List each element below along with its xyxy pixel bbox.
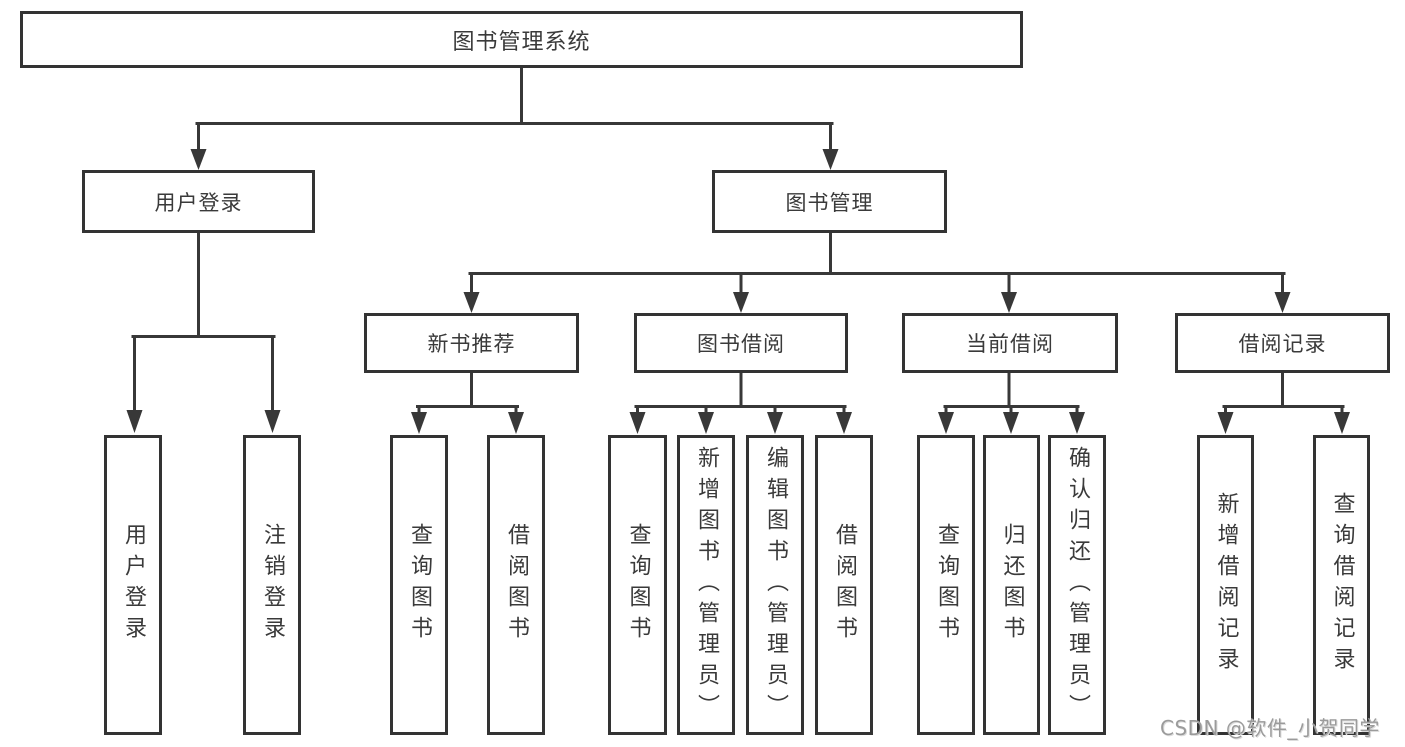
node-book-management-label: 图书管理 <box>785 190 874 215</box>
leaf-borrow-query-books-label: 查询图书 <box>625 523 651 647</box>
leaf-recommend-borrow-books: 借阅图书 <box>487 435 545 735</box>
leaf-user-login: 用户登录 <box>104 435 162 735</box>
arrowheads <box>126 149 1350 434</box>
leaf-current-query-books: 查询图书 <box>917 435 975 735</box>
leaf-current-query-books-label: 查询图书 <box>934 523 959 647</box>
connector-recommend <box>416 371 519 415</box>
leaf-return-books-label: 归还图书 <box>999 523 1025 647</box>
leaf-edit-books-admin-label: 编辑图书（管理员） <box>763 445 788 725</box>
node-book-borrow-label: 图书借阅 <box>697 332 785 356</box>
leaf-return-books: 归还图书 <box>983 435 1040 735</box>
node-new-book-recommend-label: 新书推荐 <box>427 332 516 356</box>
node-current-borrow-label: 当前借阅 <box>966 332 1054 356</box>
connector-current <box>943 371 1080 415</box>
leaf-recommend-borrow-books-label: 借阅图书 <box>504 523 529 647</box>
leaf-borrow-books-label: 借阅图书 <box>832 523 857 647</box>
connector-login <box>131 231 276 414</box>
connector-borrow <box>634 371 847 415</box>
leaf-borrow-books: 借阅图书 <box>815 435 873 735</box>
leaf-recommend-query-books-label: 查询图书 <box>407 523 432 647</box>
connector-records <box>1222 371 1345 415</box>
node-book-management: 图书管理 <box>712 170 947 233</box>
leaf-add-borrow-record: 新增借阅记录 <box>1197 435 1254 735</box>
node-new-book-recommend: 新书推荐 <box>364 313 579 373</box>
leaf-query-borrow-record: 查询借阅记录 <box>1313 435 1370 735</box>
leaf-recommend-query-books: 查询图书 <box>390 435 448 735</box>
leaf-confirm-return-admin: 确认归还（管理员） <box>1048 435 1106 735</box>
connector-books <box>468 231 1286 296</box>
leaf-borrow-query-books: 查询图书 <box>608 435 667 735</box>
node-book-borrow: 图书借阅 <box>634 313 848 373</box>
node-user-login-label: 用户登录 <box>154 190 243 215</box>
node-borrow-records-label: 借阅记录 <box>1238 332 1327 356</box>
csdn-watermark: CSDN @软件_小贺同学 <box>1160 716 1380 740</box>
node-system-root: 图书管理系统 <box>20 11 1023 68</box>
leaf-add-borrow-record-label: 新增借阅记录 <box>1213 492 1239 678</box>
node-user-login: 用户登录 <box>82 170 315 233</box>
leaf-logout: 注销登录 <box>243 435 301 735</box>
leaf-logout-label: 注销登录 <box>260 523 285 647</box>
leaf-edit-books-admin: 编辑图书（管理员） <box>746 435 804 735</box>
node-system-root-label: 图书管理系统 <box>452 29 591 55</box>
leaf-query-borrow-record-label: 查询借阅记录 <box>1329 492 1355 678</box>
leaf-user-login-label: 用户登录 <box>121 523 146 647</box>
leaf-confirm-return-admin-label: 确认归还（管理员） <box>1065 445 1090 725</box>
node-current-borrow: 当前借阅 <box>902 313 1118 373</box>
leaf-add-books-admin-label: 新增图书（管理员） <box>694 445 719 725</box>
node-borrow-records: 借阅记录 <box>1175 313 1390 373</box>
connector-root <box>195 66 834 152</box>
leaf-add-books-admin: 新增图书（管理员） <box>677 435 735 735</box>
